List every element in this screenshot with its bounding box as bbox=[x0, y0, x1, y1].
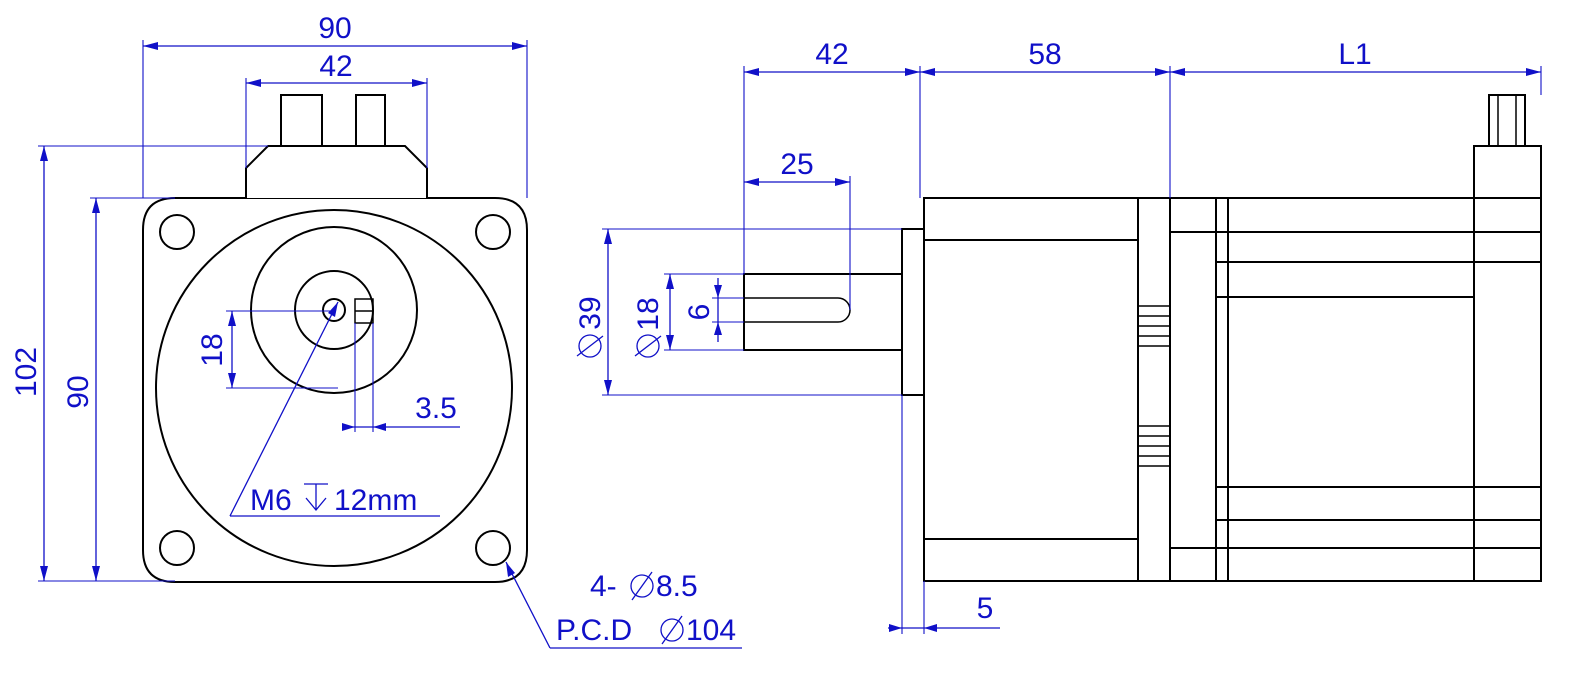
holes-count-label: 4- bbox=[590, 570, 617, 603]
side-view bbox=[743, 94, 1542, 582]
pilot-thickness-label: 5 bbox=[977, 592, 994, 625]
pilot-step bbox=[901, 228, 925, 396]
pcd-label: P.C.D bbox=[556, 614, 632, 647]
body-ribs-upper bbox=[1138, 305, 1170, 347]
body-length-label: 58 bbox=[1028, 38, 1061, 71]
diameter-symbol-icon bbox=[634, 334, 662, 358]
side-connector-base bbox=[1473, 145, 1542, 199]
key-width-label: 6 bbox=[683, 304, 716, 321]
connector-base bbox=[245, 145, 428, 198]
tap-depth-label: 12mm bbox=[334, 484, 417, 517]
shaft bbox=[743, 273, 903, 351]
mounting-hole-bottom-left bbox=[159, 530, 195, 566]
front-view-dimensions: 90 42 102 90 18 3.5 bbox=[10, 12, 742, 649]
pcd-dia-label: 104 bbox=[686, 614, 736, 647]
diameter-symbol-icon bbox=[576, 334, 604, 358]
encoder-section bbox=[1169, 197, 1542, 582]
diameter-symbol-icon bbox=[660, 615, 684, 645]
side-view-dimensions: 42 58 L1 25 39 bbox=[574, 38, 1542, 634]
holes-leader bbox=[505, 561, 551, 649]
side-connector-pin bbox=[1488, 94, 1526, 147]
connector-pin-right bbox=[355, 94, 386, 147]
depth-symbol-icon bbox=[304, 483, 328, 512]
front-view bbox=[142, 94, 528, 583]
tapped-hole bbox=[322, 298, 346, 322]
body-ribs-lower bbox=[1138, 425, 1170, 467]
diameter-symbol-icon bbox=[630, 571, 654, 601]
boss-circle bbox=[250, 226, 418, 394]
shaft-dia-label: 18 bbox=[632, 297, 665, 330]
width-label: 90 bbox=[318, 12, 351, 45]
holes-dia-label: 8.5 bbox=[656, 570, 698, 603]
pilot-circle bbox=[155, 209, 513, 567]
encoder-length-label: L1 bbox=[1338, 38, 1371, 71]
height-label: 90 bbox=[62, 375, 95, 408]
pilot-dia-label: 39 bbox=[574, 296, 607, 329]
motor-body bbox=[923, 197, 1171, 582]
mounting-hole-bottom-right bbox=[475, 530, 511, 566]
motor-flange-outline bbox=[142, 197, 528, 583]
mounting-hole-top-right bbox=[475, 214, 511, 250]
connector-pin-left bbox=[280, 94, 323, 147]
total-height-label: 102 bbox=[10, 347, 43, 397]
keyway-length-label: 25 bbox=[780, 148, 813, 181]
tap-label: M6 bbox=[250, 484, 292, 517]
tap-leader bbox=[229, 301, 339, 517]
connector-width-label: 42 bbox=[319, 50, 352, 83]
key-offset-label: 18 bbox=[196, 333, 229, 366]
key-width-label: 3.5 bbox=[415, 392, 457, 425]
mounting-hole-top-left bbox=[159, 214, 195, 250]
shaft-length-label: 42 bbox=[815, 38, 848, 71]
